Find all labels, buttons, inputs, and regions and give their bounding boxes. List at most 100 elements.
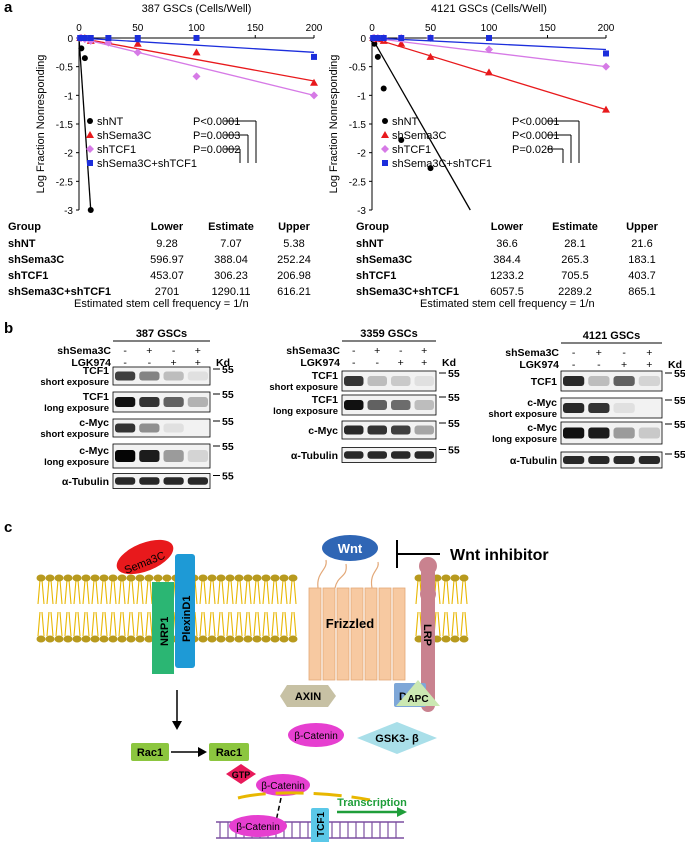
condition-sign: + (646, 359, 652, 371)
estimate-cell: 28.1 (564, 238, 586, 250)
frizzled-receptor: Frizzled (308, 559, 406, 681)
data-point (374, 35, 381, 41)
lipid-head (243, 574, 253, 582)
lipid-tail (284, 611, 288, 637)
legend-entry: shSema3C+shTCF1 (392, 158, 492, 170)
lipid-head (144, 574, 154, 582)
lipid-tail (221, 611, 225, 637)
data-point (371, 40, 378, 47)
protein-band (115, 450, 136, 462)
lower-cell: 9.28 (156, 238, 178, 250)
lipid-head (72, 635, 82, 643)
protein-band (588, 376, 610, 386)
kd-label: Kd (668, 359, 682, 371)
data-point (374, 53, 381, 60)
lipid-tail (257, 579, 261, 605)
lipid-tail (50, 611, 54, 637)
apc-node: APC (396, 680, 440, 706)
lipid-head (153, 574, 163, 582)
series-fit-line (78, 37, 315, 96)
p-value-label: P<0.0001 (512, 130, 559, 142)
table-row: shSema3C 596.97 388.04 252.24 (8, 252, 324, 268)
legend-marker (87, 160, 93, 166)
lipid-tail (199, 611, 203, 637)
blot-label: α-Tubulin (62, 476, 109, 488)
upper-cell: 865.1 (628, 286, 656, 298)
blot-strip (112, 473, 211, 489)
lipid-tail (464, 611, 468, 637)
lower-cell: 6057.5 (490, 286, 524, 298)
blot-strip (341, 370, 437, 392)
lipid-tail (212, 579, 216, 605)
data-point (485, 68, 493, 76)
lipid-tail (95, 579, 99, 605)
chart-title: 4121 GSCs (Cells/Well) (431, 3, 547, 15)
lipid-tail (113, 611, 117, 637)
plexind1-receptor: PlexinD1 (175, 554, 195, 668)
estimate-cell: 7.07 (220, 238, 242, 250)
table-row: shNT 9.28 7.07 5.38 (8, 236, 324, 252)
protein-band (187, 397, 208, 407)
upper-cell: 252.24 (277, 254, 311, 266)
lipid-tail (77, 611, 81, 637)
data-point (486, 35, 492, 41)
lower-cell: 453.07 (150, 270, 184, 282)
blot-sublabel: long exposure (492, 434, 557, 445)
table-footnote: Estimated stem cell frequency = 1/n (74, 298, 249, 310)
data-point (192, 72, 201, 81)
protein-band (115, 371, 136, 381)
gsk3b-node: GSK3- β (357, 722, 437, 754)
protein-band (187, 477, 208, 485)
lipid-head (234, 635, 244, 643)
lipid-tail (37, 579, 41, 605)
lipid-head (54, 574, 64, 582)
beta-catenin-activated-label: β-Catenin (261, 781, 305, 792)
protein-band (613, 456, 635, 464)
protein-band (391, 425, 411, 435)
lipid-tail (194, 579, 198, 605)
kd-label: Kd (442, 357, 456, 369)
lipid-tail (127, 611, 131, 637)
p-value-label: P=0.0003 (193, 130, 240, 142)
lipid-head (450, 635, 460, 643)
blot-label: c-Myc (308, 425, 338, 437)
rac1-node-b: Rac1 (209, 743, 249, 761)
lipid-tail (235, 611, 239, 637)
lipid-tail (284, 579, 288, 605)
protein-band (638, 376, 660, 386)
plexind1-label: PlexinD1 (181, 596, 193, 642)
blot-sublabel: long exposure (273, 406, 338, 417)
transcription-arrow: Transcription (337, 797, 407, 817)
lipid-tail (203, 611, 207, 637)
lower-cell: 596.97 (150, 254, 184, 266)
lipid-tail (100, 611, 104, 637)
gtp-node: GTP (226, 764, 256, 784)
y-tick-label: -2 (357, 149, 366, 160)
protein-band (163, 477, 184, 485)
y-tick-label: 0 (67, 34, 73, 45)
arrow-rac1-activation (171, 747, 207, 757)
x-tick-label: 50 (132, 23, 144, 34)
size-marker-label: 55 (674, 368, 685, 380)
protein-band (613, 403, 635, 413)
gsk3b-label: GSK3- β (375, 733, 419, 745)
series-fit-line (371, 37, 471, 211)
blot-sublabel: long exposure (44, 403, 109, 414)
data-point (602, 105, 610, 113)
group-cell: shSema3C+shTCF1 (356, 286, 460, 298)
size-marker-label: 55 (222, 441, 234, 453)
protein-band (139, 397, 160, 407)
panel-label-b: b (4, 320, 13, 337)
group-cell: shSema3C (356, 254, 413, 266)
condition-sign: + (146, 345, 152, 357)
p-value-label: P<0.0001 (512, 116, 559, 128)
y-tick-label: -1.5 (349, 120, 367, 131)
upper-cell: 403.7 (628, 270, 656, 282)
condition-sign: + (621, 359, 627, 371)
lipid-tail (239, 611, 243, 637)
lipid-tail (109, 611, 113, 637)
lipid-head (90, 574, 100, 582)
condition-label: shSema3C (286, 345, 340, 357)
